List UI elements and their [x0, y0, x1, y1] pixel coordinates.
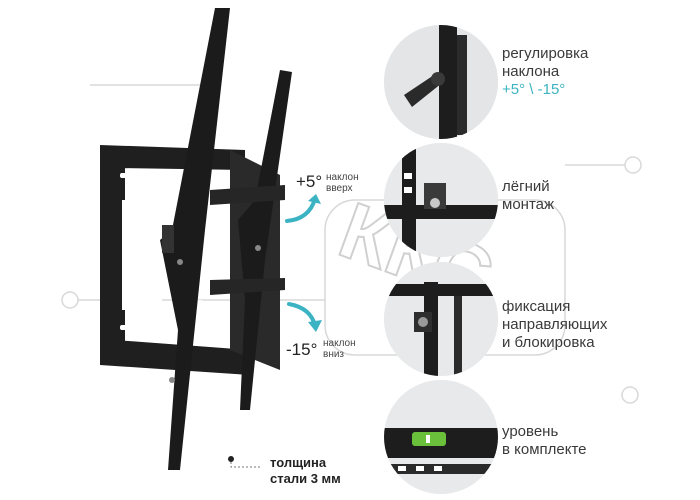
detail-circle-lock: [384, 262, 498, 376]
steel-thickness-label: толщина стали 3 мм: [270, 455, 341, 486]
tilt-up-value: +5°: [296, 172, 323, 191]
feature-tilt-adjust: регулировка наклона +5° \ -15°: [502, 45, 589, 98]
bracket-arm-left: [160, 8, 230, 470]
bracket-arm-right: [238, 70, 292, 410]
tilt-up-arrow-icon: [285, 194, 321, 223]
tilt-down-note: наклон вниз: [323, 338, 356, 360]
tilt-down-value: -15°: [286, 340, 318, 359]
feature-easy-mount: лёгний монтаж: [502, 178, 555, 213]
detail-circle-tilt-adjust: [384, 25, 498, 139]
tilt-down-arrow-icon: [287, 302, 322, 332]
steel-thickness-pointer-icon: [228, 456, 262, 468]
detail-circle-easy-mount: [384, 143, 498, 257]
tilt-up-note: наклон вверх: [326, 172, 359, 194]
detail-circle-level: [384, 380, 498, 494]
wall-mount-bracket-illustration: [100, 8, 292, 470]
feature-level: уровень в комплекте: [502, 423, 587, 458]
feature-lock: фиксация направляющих и блокировка: [502, 298, 608, 351]
